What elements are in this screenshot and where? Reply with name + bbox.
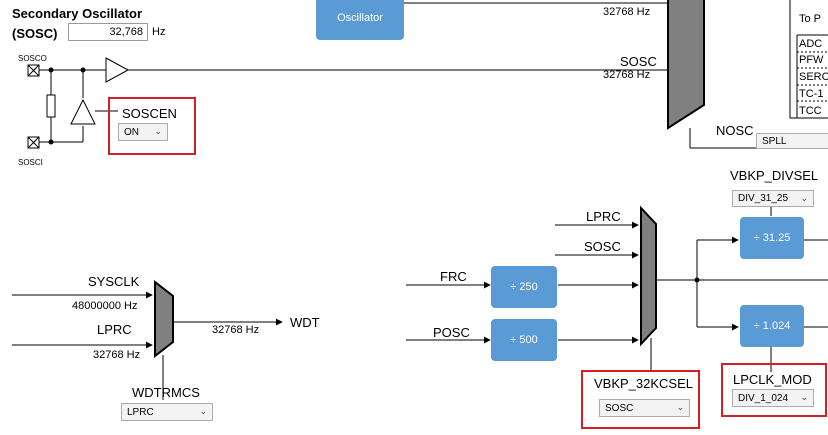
divide-1-024-block[interactable]: ÷ 1.024 bbox=[740, 305, 804, 347]
wdtrmcs-dropdown[interactable]: LPRC ⌄ bbox=[121, 403, 213, 421]
nosc-dropdown[interactable]: SPLL bbox=[756, 133, 828, 149]
soscen-highlight bbox=[108, 97, 196, 155]
posc-label: POSC bbox=[433, 325, 470, 340]
sosci-pin-icon bbox=[27, 136, 40, 149]
wdt-clock-mux bbox=[154, 279, 174, 359]
main-clock-mux bbox=[667, 0, 705, 130]
nosc-label: NOSC bbox=[716, 123, 754, 138]
vbkp-sosc-label: SOSC bbox=[584, 239, 621, 254]
wdt-lprc-frequency: 32768 Hz bbox=[93, 349, 141, 361]
lpclk-mod-dropdown[interactable]: DIV_1_024 ⌄ bbox=[732, 389, 814, 407]
chevron-down-icon: ⌄ bbox=[800, 392, 808, 402]
chevron-down-icon: ⌄ bbox=[676, 402, 684, 412]
sosc-line-label: SOSC bbox=[620, 54, 657, 69]
wdt-lprc-label: LPRC bbox=[97, 322, 132, 337]
sosc-frequency-input[interactable]: 32,768 bbox=[68, 23, 148, 41]
divide-31-25-block[interactable]: ÷ 31.25 bbox=[740, 217, 804, 259]
vbkp-32kcsel-dropdown[interactable]: SOSC ⌄ bbox=[599, 399, 690, 417]
vbkp-divsel-dropdown[interactable]: DIV_31_25 ⌄ bbox=[732, 190, 814, 207]
soscen-value: ON bbox=[124, 126, 139, 138]
buffer-symbol bbox=[105, 57, 130, 83]
sosc-line-frequency: 32768 Hz bbox=[603, 69, 651, 81]
vbkp-32kcsel-label: VBKP_32KCSEL bbox=[594, 376, 694, 391]
top-frequency: 32768 Hz bbox=[603, 6, 651, 18]
vbkp-divsel-label: VBKP_DIVSEL bbox=[730, 168, 819, 183]
peripheral-item: ADC bbox=[799, 38, 823, 50]
peripheral-item: PFW bbox=[799, 54, 824, 66]
sosci-pin-label: SOSCI bbox=[18, 158, 43, 167]
oscillator-block[interactable]: Oscillator bbox=[316, 0, 404, 40]
peripheral-item: SERC bbox=[799, 71, 828, 83]
enable-buffer-symbol bbox=[70, 98, 96, 125]
sosc-frequency-unit: Hz bbox=[152, 26, 166, 38]
divide-500-block[interactable]: ÷ 500 bbox=[491, 319, 557, 361]
divide-250-block[interactable]: ÷ 250 bbox=[491, 266, 557, 308]
peripheral-item: TC-1 bbox=[799, 88, 824, 100]
vbkp-lprc-label: LPRC bbox=[586, 209, 621, 224]
chevron-down-icon: ⌄ bbox=[199, 406, 207, 416]
lpclk-mod-label: LPCLK_MOD bbox=[733, 372, 812, 387]
chevron-down-icon: ⌄ bbox=[154, 126, 162, 136]
to-peripherals-label: To P bbox=[799, 13, 822, 25]
wdt-label: WDT bbox=[290, 315, 320, 330]
vbkp-clock-mux bbox=[640, 205, 657, 347]
soscen-dropdown[interactable]: ON ⌄ bbox=[118, 123, 168, 141]
wdt-output-frequency: 32768 Hz bbox=[212, 324, 260, 336]
lpclk-mod-highlight bbox=[721, 363, 827, 417]
peripheral-item: TCC bbox=[799, 105, 822, 116]
chevron-down-icon: ⌄ bbox=[800, 193, 808, 203]
frc-label: FRC bbox=[440, 269, 467, 284]
sysclk-frequency: 48000000 Hz bbox=[72, 300, 138, 312]
sosc-title: Secondary Oscillator bbox=[12, 6, 143, 21]
vbkp-32kcsel-highlight bbox=[581, 370, 700, 429]
sysclk-label: SYSCLK bbox=[88, 274, 140, 289]
sosco-pin-icon bbox=[27, 64, 40, 77]
sosc-subtitle: (SOSC) bbox=[12, 26, 58, 41]
sosco-pin-label: SOSCO bbox=[18, 54, 47, 63]
soscen-label: SOSCEN bbox=[122, 106, 177, 121]
wdtrmcs-label: WDTRMCS bbox=[132, 385, 200, 400]
feedback-resistor bbox=[46, 94, 56, 118]
